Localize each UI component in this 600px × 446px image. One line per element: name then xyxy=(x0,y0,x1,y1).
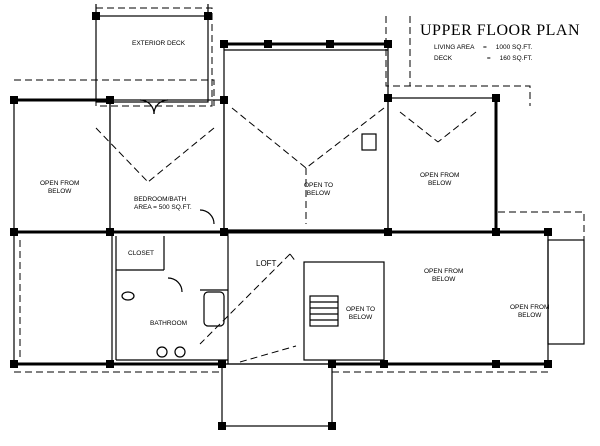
room-label-open-below-far-right: OPEN FROM BELOW xyxy=(510,304,550,319)
plan-title: UPPER FLOOR PLAN xyxy=(420,22,581,39)
room-label-open-to-below-stair: OPEN TO BELOW xyxy=(346,306,376,321)
area-label: DECK xyxy=(434,55,453,62)
area-value: 160 SQ.FT. xyxy=(499,55,533,62)
right-bay-outline xyxy=(387,97,497,233)
room-label-closet: CLOSET xyxy=(128,250,155,257)
room-label-loft: LOFT xyxy=(256,259,277,268)
area-eq: = xyxy=(486,55,491,62)
bottom-projection-outline xyxy=(221,363,333,427)
room-label-exterior-deck: EXTERIOR DECK xyxy=(132,40,186,47)
exterior-deck-outline xyxy=(95,15,209,103)
room-label-bedroom-area: AREA = 500 SQ.FT. xyxy=(134,204,192,211)
room-label-open-below-left: OPEN FROM BELOW xyxy=(40,180,80,195)
area-label: LIVING AREA xyxy=(434,44,475,51)
area-row-living: LIVING AREA = 1000 SQ.FT. xyxy=(434,44,532,51)
lower-band-outline xyxy=(13,231,549,365)
right-projection-outline xyxy=(547,239,585,345)
area-eq: = xyxy=(483,44,487,51)
stair-outline xyxy=(309,295,339,327)
stair-box-outline xyxy=(303,261,385,361)
room-label-open-to-below-center: OPEN TO BELOW xyxy=(304,182,334,197)
room-label-bathroom: BATHROOM xyxy=(150,320,188,327)
room-label-open-below-right-mid: OPEN FROM BELOW xyxy=(424,268,464,283)
area-value: 1000 SQ.FT. xyxy=(495,44,533,51)
room-label-bedroom-bath: BEDROOM/BATH xyxy=(134,196,187,203)
area-row-deck: DECK = 160 SQ.FT. xyxy=(434,55,533,62)
bathtub-outline xyxy=(203,291,225,327)
left-wing-outline xyxy=(13,99,111,233)
room-label-open-below-right-top: OPEN FROM BELOW xyxy=(420,172,460,187)
